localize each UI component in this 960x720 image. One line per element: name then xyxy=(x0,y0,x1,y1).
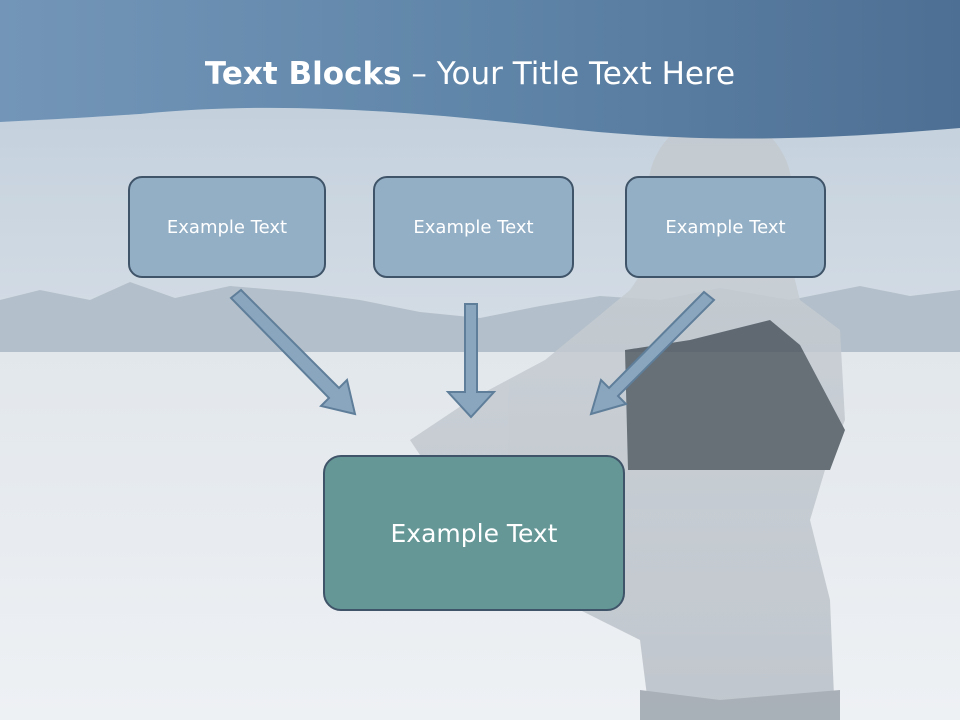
title-bold-part: Text Blocks xyxy=(204,56,402,92)
text-block-3[interactable]: Example Text xyxy=(625,176,826,278)
text-block-2-label: Example Text xyxy=(413,216,534,238)
slide-title: Text Blocks – Your Title Text Here xyxy=(0,54,940,94)
result-text-block[interactable]: Example Text xyxy=(323,455,625,611)
text-block-1-label: Example Text xyxy=(166,216,288,238)
text-block-1[interactable]: Example Text xyxy=(128,176,326,278)
title-rest-part: – Your Title Text Here xyxy=(401,56,736,92)
result-text-block-label: Example Text xyxy=(390,518,558,548)
text-block-3-label: Example Text xyxy=(665,216,786,238)
header-band xyxy=(0,0,960,139)
text-block-2[interactable]: Example Text xyxy=(373,176,574,278)
